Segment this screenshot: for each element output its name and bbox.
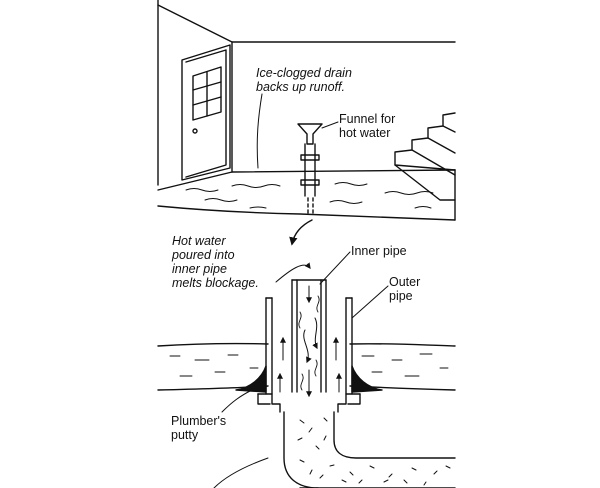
ice-texture bbox=[169, 353, 449, 377]
flood-ripples bbox=[185, 182, 434, 209]
ceiling-line bbox=[157, 4, 456, 43]
floor-front-left bbox=[157, 171, 233, 191]
label-ice-clogged-drain: Ice-clogged drain backs up runoff. bbox=[256, 66, 352, 94]
label-outer-pipe: Outer pipe bbox=[389, 275, 421, 303]
leader-outer-pipe bbox=[351, 285, 389, 319]
ice-top-left bbox=[157, 342, 269, 347]
leader-inner-pipe bbox=[319, 251, 351, 285]
leader-putty bbox=[221, 389, 253, 413]
label-inner-pipe: Inner pipe bbox=[351, 244, 407, 258]
flow-swirls bbox=[298, 295, 320, 391]
putty-right bbox=[351, 365, 383, 393]
label-funnel: Funnel for hot water bbox=[339, 112, 396, 140]
ice-fragments bbox=[297, 417, 451, 486]
flood-outline bbox=[157, 169, 456, 221]
cross-section bbox=[157, 251, 456, 488]
label-plumbers-putty: Plumber's putty bbox=[171, 414, 227, 442]
funnel-icon bbox=[297, 123, 323, 215]
detail-arrow-icon bbox=[289, 219, 313, 246]
outer-pipe bbox=[257, 297, 361, 413]
inner-pipe bbox=[291, 279, 327, 393]
room-scene bbox=[157, 0, 456, 221]
leader-bottom bbox=[213, 457, 269, 488]
leader-ice bbox=[256, 93, 263, 169]
drain-pipe bbox=[283, 411, 456, 488]
ice-top-right bbox=[349, 343, 456, 347]
label-hot-water: Hot water poured into inner pipe melts b… bbox=[172, 234, 259, 290]
flow-arrows bbox=[277, 285, 342, 398]
leader-hot-water bbox=[275, 262, 311, 283]
leader-funnel bbox=[321, 121, 339, 129]
stairs bbox=[394, 112, 456, 201]
door-knob-icon bbox=[192, 128, 198, 134]
door bbox=[181, 44, 231, 181]
